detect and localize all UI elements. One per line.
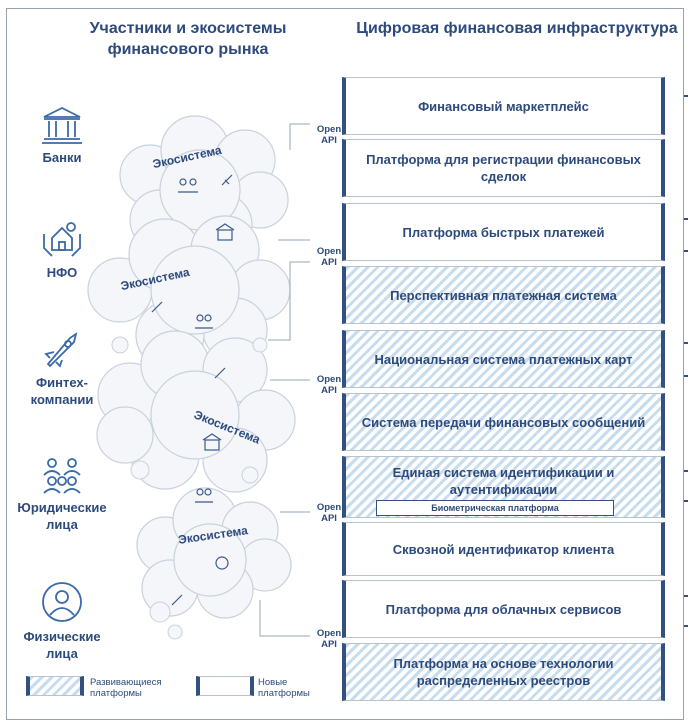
cloud-bank-icon [215, 223, 235, 241]
biometric-platform-box: Биометрическая платформа [376, 500, 614, 516]
cloud-people-icon [178, 178, 198, 193]
participant-legal-entities: Юридические лица [12, 455, 112, 533]
participant-nfo: НФО [12, 218, 112, 281]
platform-national-card-system: Национальная система платежных карт [342, 330, 665, 388]
cloud-people-icon-2 [195, 314, 213, 329]
edge-tick [684, 250, 688, 252]
legend-developing-label: Развивающиеся платформы [90, 677, 162, 699]
platform-distributed-ledger: Платформа на основе технологии распредел… [342, 643, 665, 701]
edge-tick [684, 95, 688, 97]
legend-developing-swatch [26, 676, 84, 696]
fintech-rocket-icon [44, 331, 78, 368]
cloud-person-icon [215, 556, 229, 570]
platform-cloud-services: Платформа для облачных сервисов [342, 580, 665, 638]
right-column-header: Цифровая финансовая инфраструктура [356, 20, 678, 37]
platform-fast-payments: Платформа быстрых платежей [342, 203, 665, 261]
edge-tick [684, 470, 688, 472]
cloud-rocket-icon-3 [214, 367, 226, 379]
platform-financial-deals-registration: Платформа для регистрации финансовых сде… [342, 139, 665, 197]
edge-tick [684, 375, 688, 377]
platform-prospective-payment-system: Перспективная платежная система [342, 266, 665, 324]
legend-new-label: Новые платформы [258, 677, 310, 699]
participant-banks: Банки [12, 105, 112, 166]
legal-entities-group-icon [43, 458, 81, 494]
cloud-rocket-icon-2 [151, 301, 163, 313]
cloud-bank-icon-2 [202, 433, 222, 451]
cloud-rocket-icon-4 [171, 594, 183, 606]
edge-tick [684, 625, 688, 627]
participant-fintech: Финтех-компании [12, 330, 112, 408]
edge-tick [684, 500, 688, 502]
cloud-people-icon-3 [195, 488, 213, 503]
platform-financial-messaging: Система передачи финансовых сообщений [342, 393, 665, 451]
left-column-header: Участники и экосистемы финансового рынка [89, 20, 287, 58]
person-icon [42, 582, 82, 622]
participant-individuals: Физические лица [12, 580, 112, 662]
platform-financial-marketplace: Финансовый маркетплейс [342, 77, 665, 135]
edge-tick [684, 342, 688, 344]
bank-icon [42, 106, 82, 144]
platform-client-identifier: Сквозной идентификатор клиента [342, 522, 665, 576]
edge-tick [684, 218, 688, 220]
nfo-house-hands-icon [43, 222, 81, 257]
legend-new-swatch [196, 676, 254, 696]
edge-tick [684, 595, 688, 597]
cloud-rocket-icon [221, 174, 233, 186]
